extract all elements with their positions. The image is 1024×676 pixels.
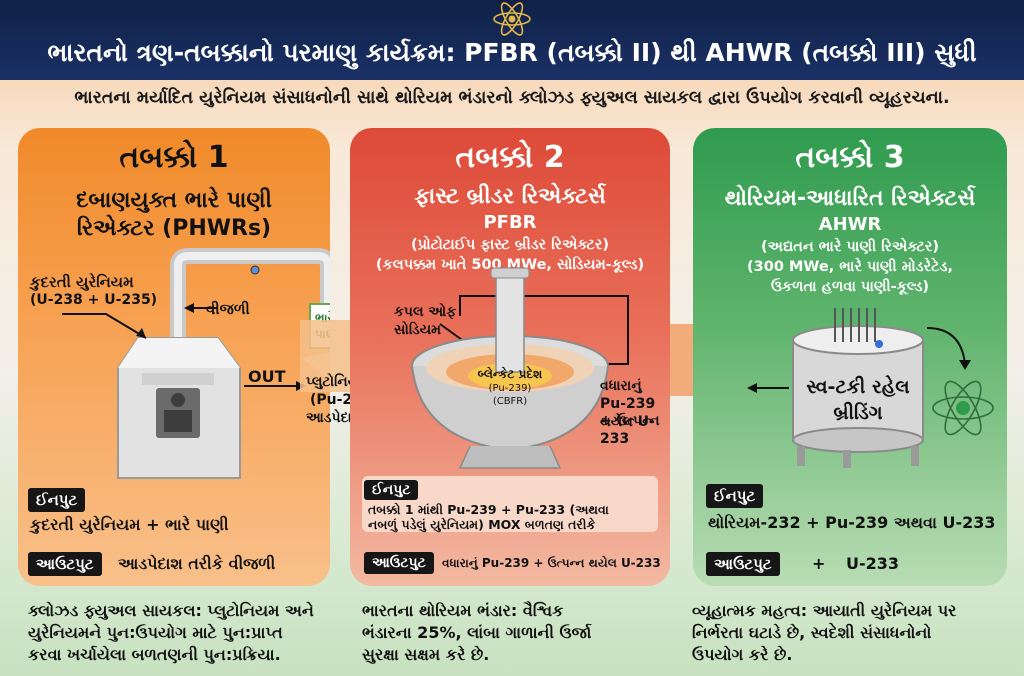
blanket-label: બ્લેન્કેટ પ્રદેશ [477,367,543,381]
footer-col-3: વ્યૂહાત્મક મહત્વ: આયાતી યુરેનિયમ પર નિર્… [692,600,956,666]
core-label-line1: (Pu-239) [488,383,532,394]
pfbr-reactor-illustration [411,267,629,469]
core-label-line2: (CBFR) [492,396,528,407]
out-label: OUT [248,367,286,386]
stage-2-name-line1: ફાસ્ટ બ્રીડર રિએક્ટર્સ [414,184,606,209]
stage-1-name-line2: રિએક્ટર (PHWRs) [76,216,272,241]
page-title: ભારતનો ત્રણ-તબક્કાનો પરમાણુ કાર્યક્રમ: P… [47,38,977,67]
footer-col-1-line3: કરવા ખર્ચાયેલા બળતણની પુન:પ્રક્રિયા. [28,645,281,664]
footer-col-2-line3: સુરક્ષા સક્ષમ કરે છે. [362,645,490,664]
footer-col-3-line2: નિર્ભરતા ઘટાડે છે, સ્વદેશી સંસાધનોનો [692,623,932,642]
stage-2-desc-line1: (પ્રોટોટાઈપ ફાસ્ટ બ્રીડર રિએક્ટર) [410,237,609,253]
footer-col-2-line2: ભંડારના 25%, લાંબા ગાળાની ઉર્જા [362,623,592,642]
electricity-label: વીજળી [206,300,250,318]
page-subtitle: ભારતના મર્યાદિત યુરેનિયમ સંસાધનોની સાથે … [74,88,950,108]
surplus-label-line2: Pu-239 + ઉત્પન્ન [600,396,660,429]
footer-col-3-line1: વ્યૂહાત્મક મહત્વ: આયાતી યુરેનિયમ પર [692,601,957,620]
stage-3-output-tag: આઉટપુટ [706,552,780,576]
stage-2-panel: તબક્કો 2 ફાસ્ટ બ્રીડર રિએક્ટર્સ PFBR (પ્… [350,128,670,586]
footer-col-1-line1: ક્લોઝડ ફ્યુઅલ સાયકલ: પ્લુટોનિયમ અને [28,601,314,620]
vessel-label-line1: સ્વ-ટકી રહેલ [806,376,910,398]
fuel-label-line2: (U-238 + U-235) [30,292,158,308]
stage-1-name-line1: દબાણયુક્ત ભારે પાણી [76,188,272,213]
stage-1-output-tag: આઉટપુટ [28,552,102,576]
phwr-reactor-illustration [62,248,330,479]
stage-3-desc-line3: ઉકળતા હળવા પાણી-કૂલ્ડ) [770,279,930,295]
stage-2-input-line2: નબળું પડેલું યુરેનિયમ) MOX બળતણ તરીકે [368,517,596,532]
sodium-label-line2: સોડિયમ [394,322,442,338]
surplus-label-line1: વધારાનું [600,378,642,394]
stage-3-output-value: U-233 [846,554,900,573]
stage-3-input-value: થોરિયમ-232 + Pu-239 અથવા U-233 [708,513,996,532]
valve-icon [250,265,260,275]
stage-2-title: તબક્કો 2 [455,140,565,175]
stage-1-input-tag: ઈનપુટ [28,488,86,512]
atom-icon [932,380,994,436]
stage-3-title: તબક્કો 3 [795,140,905,175]
stage-3-panel: તબક્કો 3 થોરિયમ-આધારિત રિએક્ટર્સ AHWR (અ… [693,128,1007,586]
stage-3-output-plus: + [812,554,826,573]
stage-3-desc-line1: (અદ્યતન ભારે પાણી રિએક્ટર) [761,239,939,255]
stage-1-panel: તબક્કો 1 દબાણયુક્ત ભારે પાણી રિએક્ટર (PH… [18,128,330,586]
stage-3-name-line1: થોરિયમ-આધારિત રિએક્ટર્સ [724,186,976,211]
heavy-water-label-line2: પાણી [315,327,330,341]
footer-col-1: ક્લોઝડ ફ્યુઅલ સાયકલ: પ્લુટોનિયમ અને યુરે… [28,600,314,666]
stage-2-output-tag: આઉટપુટ [364,552,434,574]
footer-col-2-line1: ભારતના થોરિયમ ભંડાર: વૈશ્વિક [362,601,564,620]
stage-3-input-tag: ઈનપુટ [706,484,764,508]
footer-col-3-line3: ઉપયોગ કરે છે. [692,645,793,664]
sodium-label-line1: કપલ ઓફ [394,304,457,320]
stage-2-input-line1: તબક્કો 1 માંથી Pu-239 + Pu-233 (અથવા [368,502,609,517]
stage-1-title: તબક્કો 1 [119,140,229,175]
atom-icon [493,2,531,36]
fuel-label-line1: કુદરતી યુરેનિયમ [30,273,134,291]
header-bar: ભારતનો ત્રણ-તબક્કાનો પરમાણુ કાર્યક્રમ: P… [0,0,1024,80]
stage-2-output-value: વધારાનું Pu-239 + ઉત્પન્ન થયેલ U-233 [442,556,661,570]
surplus-label-line3: થયેલ U-233 [600,414,655,447]
ahwr-reactor-illustration [747,308,994,468]
stage-3-name-line2: AHWR [818,214,882,235]
emblem-icon [156,388,200,438]
footer-col-1-line2: યુરેનિયમને પુન:ઉપયોગ માટે પુન:પ્રાપ્ત [28,623,283,642]
product-line3: આડપેદાશ [306,410,363,426]
stage-2-name-line2: PFBR [483,212,537,233]
vessel-label-line2: બ્રીડિંગ [833,402,883,424]
stage-2-input-tag: ઈનપુટ [364,480,419,500]
stage-1-input-value: કુદરતી યુરેનિયમ + ભારે પાણી [30,515,229,534]
stage-2-desc-line2: (કલપક્કમ ખાતે 500 MWe, સોડિયમ-કૂલ્ડ) [375,257,645,273]
heavy-water-label-line1: ભારે [315,311,330,325]
neutron-icon [875,340,883,348]
stage-3-desc-line2: (300 MWe, ભારે પાણી મોડરેટેડ, [747,259,953,275]
footer-col-2: ભારતના થોરિયમ ભંડાર: વૈશ્વિક ભંડારના 25%… [362,600,591,666]
stage-1-output-value: આડપેદાશ તરીકે વીજળી [118,554,276,573]
